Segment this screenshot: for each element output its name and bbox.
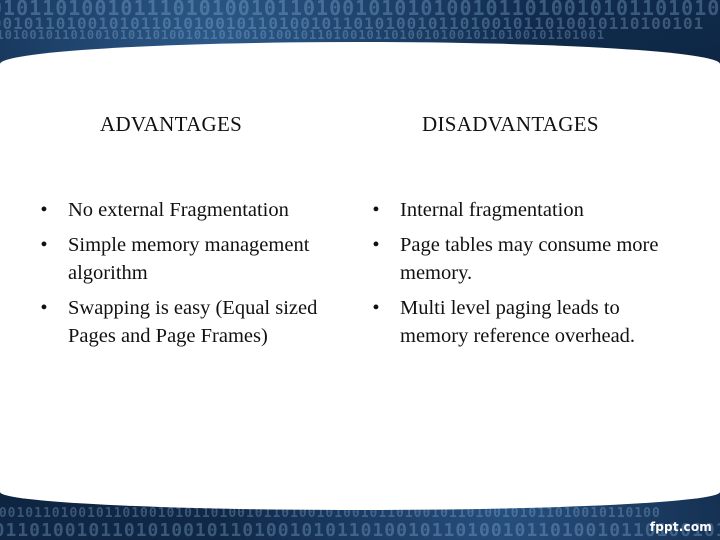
advantage-text: Simple memory management algorithm (68, 234, 310, 284)
advantage-text: No external Fragmentation (68, 199, 289, 221)
bullet-icon: • (40, 234, 48, 256)
binary-decoration: 0110100101101001010110100101101001010010… (0, 28, 606, 42)
list-item: • Internal fragmentation (366, 196, 686, 224)
bullet-icon: • (372, 297, 380, 319)
binary-decoration: 1001011010010110100101011010010110100101… (0, 506, 661, 521)
bullet-icon: • (372, 199, 380, 221)
advantage-text: Swapping is easy (Equal sized Pages and … (68, 297, 318, 347)
advantages-list: • No external Fragmentation • Simple memor… (34, 196, 334, 357)
list-item: • Simple memory management algorithm (34, 231, 334, 287)
list-item: • Multi level paging leads to memory refe… (366, 294, 686, 350)
bullet-icon: • (40, 199, 48, 221)
binary-decoration: 0101101001011101010010110100101010100101… (0, 0, 720, 20)
list-item: • Swapping is easy (Equal sized Pages and… (34, 294, 334, 350)
advantages-heading: ADVANTAGES (100, 112, 243, 136)
disadvantages-heading: DISADVANTAGES (422, 112, 599, 136)
bullet-icon: • (372, 234, 380, 256)
list-item: • No external Fragmentation (34, 196, 334, 224)
binary-decoration: 0101101001011010100101101001010110100101… (0, 520, 720, 540)
disadvantage-text: Page tables may consume more memory. (400, 234, 659, 284)
binary-decoration: 1010010110100101011010100101101001011010… (0, 14, 705, 33)
disadvantage-text: Internal fragmentation (400, 199, 584, 221)
brand-watermark: fppt.com (649, 520, 712, 534)
bullet-icon: • (40, 297, 48, 319)
slide-content-panel (0, 42, 720, 510)
disadvantages-list: • Internal fragmentation • Page tables may… (366, 196, 686, 357)
list-item: • Page tables may consume more memory. (366, 231, 686, 287)
disadvantage-text: Multi level paging leads to memory refer… (400, 297, 636, 347)
